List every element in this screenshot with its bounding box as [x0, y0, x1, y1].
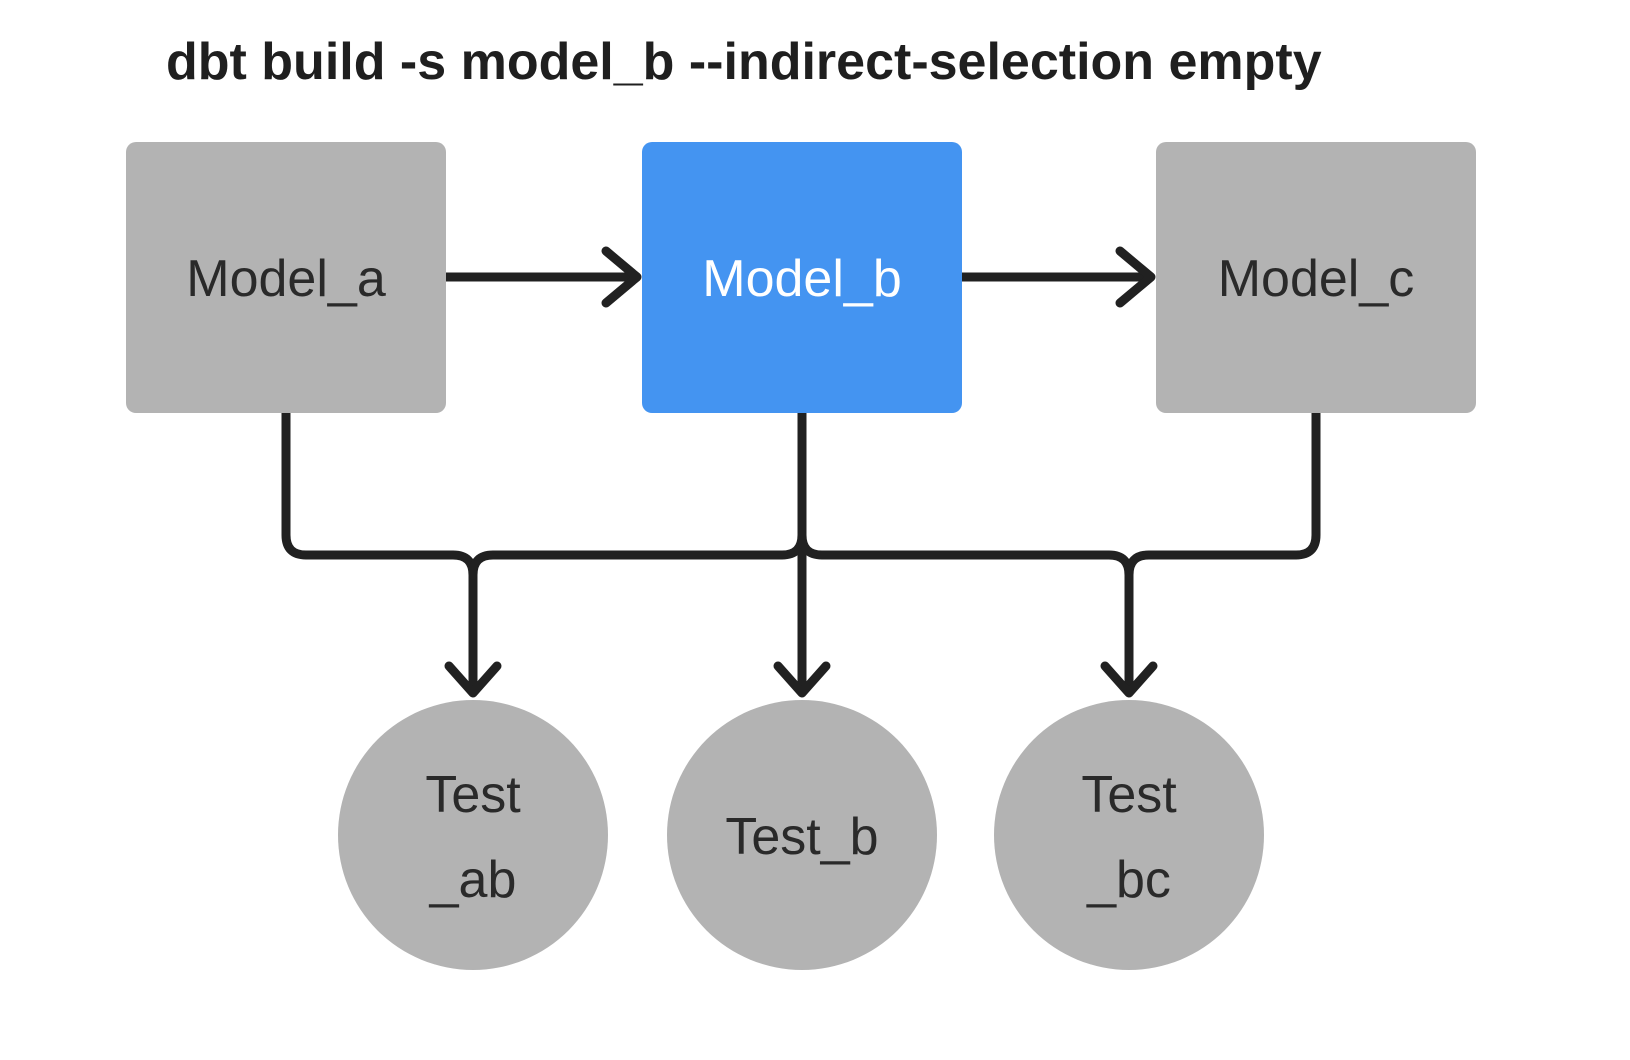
edge-model-a-to-test-ab: [281, 408, 478, 696]
test-nodes: Test _ab Test_b Test _bc: [338, 700, 1264, 970]
edge-model-b-to-test-bc: [797, 530, 1134, 696]
edge-model-a-to-model-b-arrowhead: [601, 246, 642, 308]
model-c-node: [1156, 142, 1476, 413]
model-b-node-selected: [642, 142, 962, 413]
test-bc-label-line1: Test: [1081, 766, 1177, 824]
edge-model-b-to-test-ab: [468, 530, 807, 580]
test-bc-label-line2: _bc: [1086, 851, 1171, 909]
test-ab-label-line1: Test: [425, 766, 521, 824]
edge-test-bc-arrowhead: [1100, 661, 1158, 698]
edge-model-c-to-test-bc: [1124, 408, 1321, 580]
model-a-node: [126, 142, 446, 413]
model-c-label: Model_c: [1218, 250, 1415, 308]
edges: [281, 246, 1321, 698]
diagram-title: dbt build -s model_b --indirect-selectio…: [166, 33, 1322, 91]
test-ab-node: [338, 700, 608, 970]
edge-test-ab-arrowhead: [444, 661, 502, 698]
test-ab-label-line2: _ab: [429, 851, 517, 909]
model-nodes: Model_a Model_b Model_c: [126, 142, 1476, 413]
test-b-node: [667, 700, 937, 970]
edge-test-b-arrowhead: [773, 661, 831, 698]
model-b-label: Model_b: [702, 250, 901, 308]
test-bc-node: [994, 700, 1264, 970]
edge-model-b-to-model-c-arrowhead: [1115, 246, 1156, 308]
test-b-label: Test_b: [725, 808, 878, 866]
model-a-label: Model_a: [186, 250, 386, 308]
